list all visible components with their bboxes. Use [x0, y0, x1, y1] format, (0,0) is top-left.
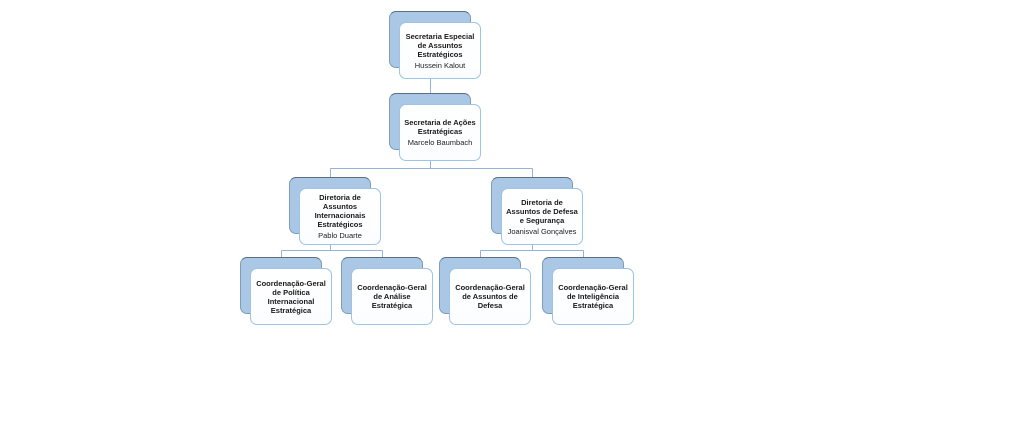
org-node-diretoria-assuntos-internacionais[interactable]: Diretoria de Assuntos Internacionais Est…	[289, 177, 381, 245]
node-person: Hussein Kalout	[414, 60, 466, 70]
node-card: Coordenação-Geral de Assuntos de Defesa	[449, 268, 531, 325]
org-node-cg-assuntos-defesa[interactable]: Coordenação-Geral de Assuntos de Defesa	[439, 257, 531, 325]
node-card: Coordenação-Geral de Análise Estratégica	[351, 268, 433, 325]
node-card: Secretaria Especial de Assuntos Estratég…	[399, 22, 481, 79]
node-title: Coordenação-Geral de Política Internacio…	[256, 278, 326, 315]
node-title: Diretoria de Assuntos Internacionais Est…	[314, 193, 366, 229]
node-card: Diretoria de Assuntos Internacionais Est…	[299, 188, 381, 245]
node-person: Pablo Duarte	[318, 231, 362, 240]
org-node-secretaria-acoes[interactable]: Secretaria de Ações Estratégicas Marcelo…	[389, 93, 481, 161]
node-title: Coordenação-Geral de Assuntos de Defesa	[455, 283, 525, 310]
node-card: Coordenação-Geral de Inteligência Estrat…	[552, 268, 634, 325]
node-person: Joanisval Gonçalves	[507, 226, 577, 236]
org-node-diretoria-defesa-seguranca[interactable]: Diretoria de Assuntos de Defesa e Segura…	[491, 177, 583, 245]
org-node-cg-politica-internacional[interactable]: Coordenação-Geral de Política Internacio…	[240, 257, 332, 325]
node-title: Coordenação-Geral de Inteligência Estrat…	[558, 283, 628, 310]
node-title: Diretoria de Assuntos de Defesa e Segura…	[506, 197, 578, 225]
org-node-secretaria-especial[interactable]: Secretaria Especial de Assuntos Estratég…	[389, 11, 481, 79]
node-card: Secretaria de Ações Estratégicas Marcelo…	[399, 104, 481, 161]
node-card: Diretoria de Assuntos de Defesa e Segura…	[501, 188, 583, 245]
node-title: Secretaria Especial de Assuntos Estratég…	[405, 31, 475, 59]
org-node-cg-analise-estrategica[interactable]: Coordenação-Geral de Análise Estratégica	[341, 257, 433, 325]
node-card: Coordenação-Geral de Política Internacio…	[250, 268, 332, 325]
node-title: Secretaria de Ações Estratégicas	[404, 118, 476, 136]
node-title: Coordenação-Geral de Análise Estratégica	[357, 283, 427, 310]
org-node-cg-inteligencia-estrategica[interactable]: Coordenação-Geral de Inteligência Estrat…	[542, 257, 634, 325]
node-person: Marcelo Baumbach	[407, 138, 473, 147]
